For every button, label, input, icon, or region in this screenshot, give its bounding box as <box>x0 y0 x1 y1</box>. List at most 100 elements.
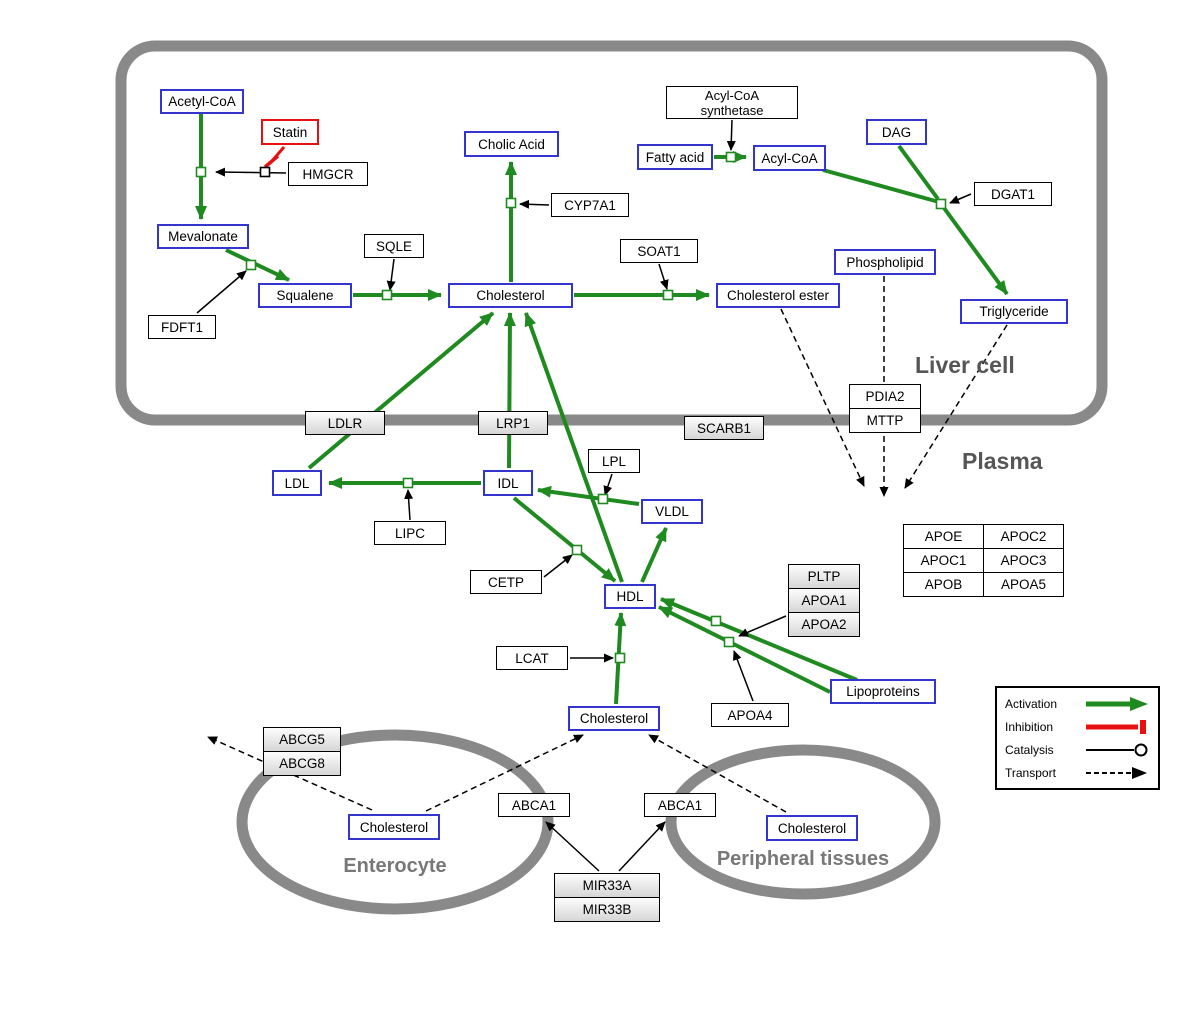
node-apob[interactable]: APOB <box>903 572 984 597</box>
node-apoa5[interactable]: APOA5 <box>983 572 1064 597</box>
catalysis-lpl <box>603 473 613 496</box>
legend: Activation Inhibition Catalysis Transpor… <box>995 686 1160 790</box>
node-apoa2[interactable]: APOA2 <box>788 612 860 637</box>
node-fatty-acid[interactable]: Fatty acid <box>637 144 713 170</box>
reaction-node <box>710 615 722 627</box>
node-mir33a[interactable]: MIR33A <box>554 873 660 898</box>
node-cholesterol-liver[interactable]: Cholesterol <box>448 283 573 308</box>
node-acetyl-coa[interactable]: Acetyl-CoA <box>160 89 244 114</box>
peripheral-tissues-label: Peripheral tissues <box>716 848 890 870</box>
legend-transport-label: Transport <box>1005 765 1056 780</box>
reaction-node <box>381 289 393 301</box>
activation-edges <box>195 114 1009 705</box>
node-mir33b[interactable]: MIR33B <box>554 897 660 922</box>
reaction-node <box>402 477 414 489</box>
node-abcg8[interactable]: ABCG8 <box>263 751 341 776</box>
node-acyl-coa[interactable]: Acyl-CoA <box>753 145 826 171</box>
node-pltp[interactable]: PLTP <box>788 564 860 589</box>
node-lipoproteins[interactable]: Lipoproteins <box>830 679 936 704</box>
node-apoc3[interactable]: APOC3 <box>983 548 1064 573</box>
node-lcat[interactable]: LCAT <box>496 646 568 670</box>
reaction-node <box>725 151 737 163</box>
node-apoa4[interactable]: APOA4 <box>711 703 789 727</box>
node-fdft1[interactable]: FDFT1 <box>148 315 216 339</box>
node-statin[interactable]: Statin <box>261 119 319 145</box>
catalysis-sqle <box>386 258 396 291</box>
catalysis-edges <box>196 119 972 872</box>
enterocyte-label: Enterocyte <box>343 855 447 877</box>
node-ldl[interactable]: LDL <box>272 470 322 496</box>
node-apoc1[interactable]: APOC1 <box>903 548 984 573</box>
node-ldlr[interactable]: LDLR <box>305 411 385 435</box>
edge-lipoproteins-hdl-lower <box>658 605 831 694</box>
node-cholesterol-peripheral[interactable]: Cholesterol <box>766 815 858 841</box>
node-phospholipid[interactable]: Phospholipid <box>834 249 936 275</box>
node-pdia2[interactable]: PDIA2 <box>849 384 921 409</box>
legend-catalysis-label: Catalysis <box>1005 742 1054 757</box>
node-abcg5[interactable]: ABCG5 <box>263 727 341 752</box>
node-squalene[interactable]: Squalene <box>258 283 352 308</box>
node-soat1[interactable]: SOAT1 <box>620 239 698 263</box>
edge-hdl-cholesterol <box>524 312 624 583</box>
node-vldl[interactable]: VLDL <box>641 499 703 524</box>
edge-ldl-cholesterol <box>307 311 495 470</box>
plasma-label: Plasma <box>962 448 1043 474</box>
edge-mevalonate-squalene <box>225 248 290 282</box>
edge-dgatnode-triglyceride <box>942 206 1009 296</box>
node-abca1-enterocyte[interactable]: ABCA1 <box>498 793 570 817</box>
node-dag[interactable]: DAG <box>866 119 927 145</box>
node-mevalonate[interactable]: Mevalonate <box>157 224 249 249</box>
node-cholesterol-ester[interactable]: Cholesterol ester <box>716 283 840 308</box>
node-idl[interactable]: IDL <box>483 470 533 496</box>
catalysis-apoa4 <box>732 650 754 702</box>
edge-lipoproteins-hdl-upper <box>660 597 858 682</box>
node-cholesterol-plasma[interactable]: Cholesterol <box>568 706 660 731</box>
node-lpl[interactable]: LPL <box>588 449 640 473</box>
edge-dag-dgatnode <box>897 144 940 201</box>
node-lipc[interactable]: LIPC <box>374 521 446 545</box>
node-hmgcr[interactable]: HMGCR <box>288 162 368 186</box>
node-scarb1[interactable]: SCARB1 <box>684 416 764 440</box>
catalysis-cyp7a1 <box>519 199 550 209</box>
reaction-node <box>662 289 674 301</box>
reaction-node <box>505 197 517 209</box>
acyl-coa-synthetase-line1: Acyl-CoA <box>704 87 760 103</box>
node-acyl-coa-synthetase[interactable]: Acyl-CoA synthetase <box>666 86 798 119</box>
catalysis-apoa-stack <box>738 615 787 637</box>
acyl-coa-synthetase-line2: synthetase <box>700 102 764 118</box>
node-hdl[interactable]: HDL <box>604 584 656 609</box>
legend-row-catalysis: Catalysis <box>1005 739 1150 761</box>
node-apoc2[interactable]: APOC2 <box>983 524 1064 549</box>
node-abca1-peripheral[interactable]: ABCA1 <box>644 793 716 817</box>
node-cyp7a1[interactable]: CYP7A1 <box>551 193 629 217</box>
reaction-node <box>723 636 735 648</box>
catalysis-anchor-square <box>259 166 271 178</box>
node-apoe[interactable]: APOE <box>903 524 984 549</box>
transport-triglyceride-plasma <box>904 324 1008 489</box>
legend-row-activation: Activation <box>1005 693 1150 715</box>
catalysis-fdft1 <box>196 270 247 314</box>
node-apoa1[interactable]: APOA1 <box>788 588 860 613</box>
node-cholesterol-enterocyte[interactable]: Cholesterol <box>348 814 440 840</box>
edge-acylcoa-dgatnode <box>822 168 940 204</box>
regulation-mir33-abca1-left <box>545 821 600 872</box>
legend-activation-label: Activation <box>1005 696 1058 711</box>
node-cholic-acid[interactable]: Cholic Acid <box>464 131 559 157</box>
node-mttp[interactable]: MTTP <box>849 408 921 433</box>
catalysis-dgat1 <box>949 193 972 204</box>
catalysis-circle-icon <box>1086 743 1148 756</box>
edge-idl-hdl <box>512 496 617 583</box>
node-cetp[interactable]: CETP <box>470 570 542 594</box>
reaction-node <box>571 544 583 556</box>
node-triglyceride[interactable]: Triglyceride <box>960 299 1068 324</box>
reaction-node <box>597 493 609 505</box>
peripheral-tissues-membrane <box>665 744 941 900</box>
node-sqle[interactable]: SQLE <box>364 234 424 258</box>
catalysis-acylcoa-synthetase <box>726 119 736 151</box>
node-lrp1[interactable]: LRP1 <box>478 411 548 435</box>
reaction-node <box>935 198 947 210</box>
catalysis-soat1 <box>658 263 669 290</box>
node-dgat1[interactable]: DGAT1 <box>974 182 1052 206</box>
transport-dashed-arrow-icon <box>1086 766 1147 779</box>
